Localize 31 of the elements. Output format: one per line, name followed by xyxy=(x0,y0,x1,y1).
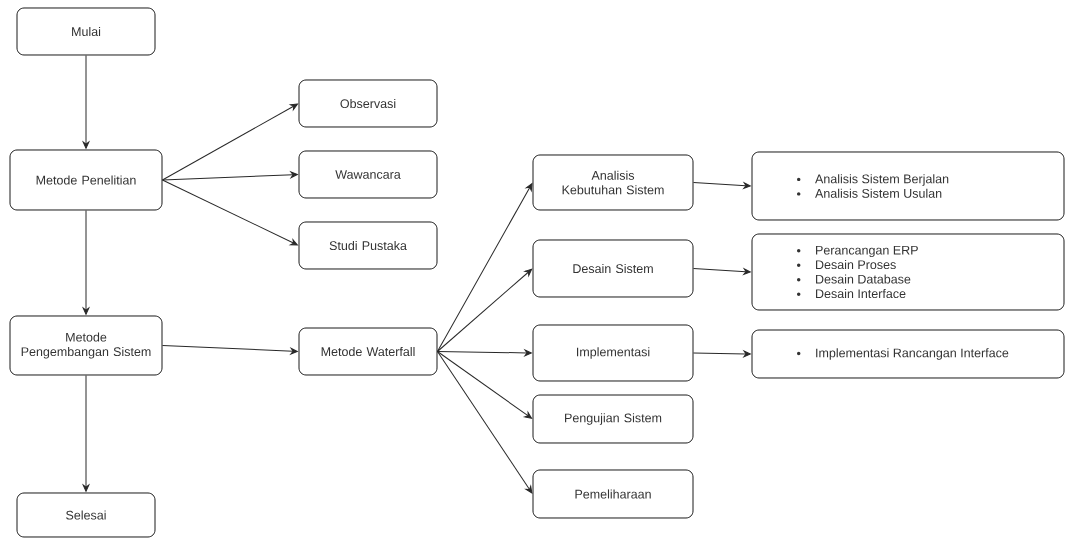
arrow xyxy=(436,351,533,494)
process-box: Pemeliharaan xyxy=(532,469,694,519)
process-box: Desain Sistem xyxy=(532,239,694,298)
process-box: Wawancara xyxy=(298,150,438,199)
process-box: Pengujian Sistem xyxy=(532,394,694,444)
arrow xyxy=(436,183,533,352)
arrow xyxy=(161,103,298,181)
arrow xyxy=(436,268,533,352)
bullet-list-box: Analisis Sistem Berjalan Analisis Sistem Usulan xyxy=(751,151,1065,221)
process-box: Analisis Kebutuhan Sistem xyxy=(532,154,694,211)
arrow xyxy=(82,54,90,149)
arrow xyxy=(436,351,533,419)
arrow xyxy=(82,209,90,315)
arrow xyxy=(161,345,298,355)
process-box: Studi Pustaka xyxy=(298,221,438,270)
arrow xyxy=(692,350,751,358)
process-box: Implementasi xyxy=(532,324,694,382)
process-box: Metode Waterfall xyxy=(298,327,438,376)
process-box: Metode Penelitian xyxy=(9,149,163,211)
bullet-list-box: Implementasi Rancangan Interface xyxy=(751,329,1065,379)
process-box: Observasi xyxy=(298,79,438,128)
arrow xyxy=(692,182,751,189)
arrow xyxy=(692,268,751,275)
end-box: Selesai xyxy=(16,492,156,538)
arrow xyxy=(161,179,298,246)
arrow xyxy=(161,171,298,181)
arrow xyxy=(82,374,90,492)
start-box: Mulai xyxy=(16,7,156,56)
process-box: Metode Pengembangan Sistem xyxy=(9,315,163,376)
bullet-list-box: Perancangan ERP Desain Proses Desain Database Desain Interface xyxy=(751,233,1065,311)
arrow xyxy=(436,349,532,357)
